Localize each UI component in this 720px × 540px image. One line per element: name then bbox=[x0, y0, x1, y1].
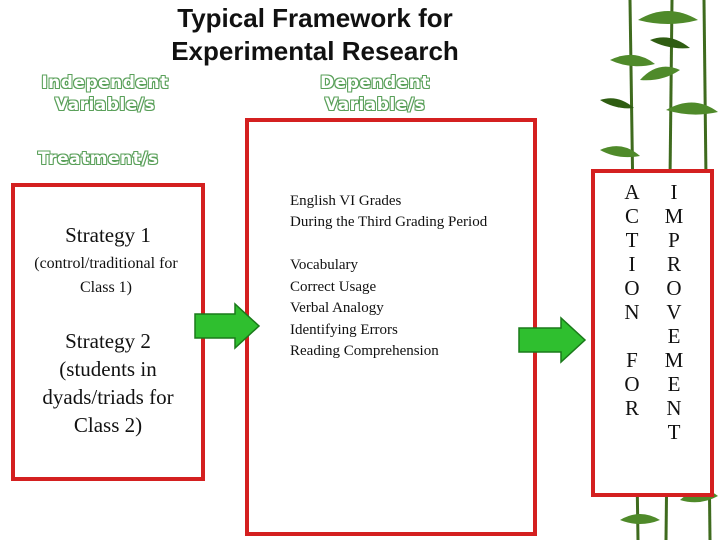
letter: M bbox=[664, 348, 684, 372]
action-for-vertical-text: A C T I O N F O R bbox=[620, 180, 644, 420]
list-item: Reading Comprehension bbox=[290, 343, 439, 359]
improvement-vertical-text: I M P R O V E M E N T bbox=[661, 180, 687, 444]
title-line-2: Experimental Research bbox=[171, 36, 459, 66]
arrow-right-icon bbox=[194, 302, 261, 350]
independent-line-2: Variable/s bbox=[54, 95, 156, 115]
letter bbox=[620, 324, 644, 348]
letter: I bbox=[628, 252, 636, 276]
strategy1-line-1: (control/traditional for bbox=[34, 255, 178, 272]
letter: N bbox=[666, 396, 682, 420]
letter: V bbox=[666, 300, 682, 324]
letter: C bbox=[624, 204, 639, 228]
letter: O bbox=[666, 276, 682, 300]
dependent-line-2-text: During the Third Grading Period bbox=[290, 214, 488, 230]
strategy2-line-1: Strategy 2 bbox=[65, 329, 151, 353]
independent-line-1: Independent bbox=[41, 73, 169, 93]
list-item: Identifying Errors bbox=[290, 321, 398, 338]
dependent-line-1-text: English VI Grades bbox=[290, 193, 402, 209]
letter: T bbox=[625, 228, 639, 252]
title-line-1: Typical Framework for bbox=[177, 3, 453, 33]
letter: I bbox=[670, 180, 678, 204]
page-title: Typical Framework for Experimental Resea… bbox=[95, 2, 535, 68]
dependent-grades-label: English VI Grades During the Third Gradi… bbox=[290, 191, 535, 233]
letter: R bbox=[624, 396, 639, 420]
improvement-box bbox=[591, 169, 714, 497]
dependent-line-2: Variable/s bbox=[324, 95, 426, 115]
list-item: Verbal Analogy bbox=[290, 300, 384, 316]
letter: T bbox=[667, 420, 681, 444]
letter: O bbox=[624, 372, 640, 396]
list-item: Vocabulary bbox=[290, 257, 359, 273]
strategy2-description: Strategy 2 (students in dyads/triads for… bbox=[14, 327, 202, 439]
strategy1-line-2: Class 1) bbox=[80, 279, 132, 296]
strategy1-description: (control/traditional for Class 1) bbox=[6, 252, 206, 300]
letter: E bbox=[667, 324, 681, 348]
strategy2-line-3: dyads/triads for bbox=[42, 385, 174, 409]
strategy2-line-2: (students in bbox=[59, 357, 157, 381]
letter: N bbox=[624, 300, 640, 324]
independent-variable-heading: Independent Variable/s bbox=[30, 72, 180, 116]
letter: F bbox=[626, 348, 638, 372]
dependent-box bbox=[245, 118, 537, 536]
letter: M bbox=[664, 204, 684, 228]
letter: P bbox=[668, 228, 680, 252]
strategy2-line-4: Class 2) bbox=[73, 413, 143, 437]
dependent-line-1: Dependent bbox=[320, 73, 430, 93]
treatment-heading: Treatment/s bbox=[38, 149, 159, 169]
letter: A bbox=[624, 180, 640, 204]
treatment-box bbox=[11, 183, 205, 481]
dependent-variable-heading: Dependent Variable/s bbox=[300, 72, 450, 116]
letter: R bbox=[666, 252, 681, 276]
arrow-right-icon bbox=[518, 316, 587, 364]
strategy1-title: Strategy 1 bbox=[65, 223, 151, 247]
list-item: Correct Usage bbox=[290, 278, 377, 295]
dependent-items-list: Vocabulary Correct Usage Verbal Analogy … bbox=[290, 255, 535, 363]
letter: O bbox=[624, 276, 640, 300]
letter: E bbox=[667, 372, 681, 396]
